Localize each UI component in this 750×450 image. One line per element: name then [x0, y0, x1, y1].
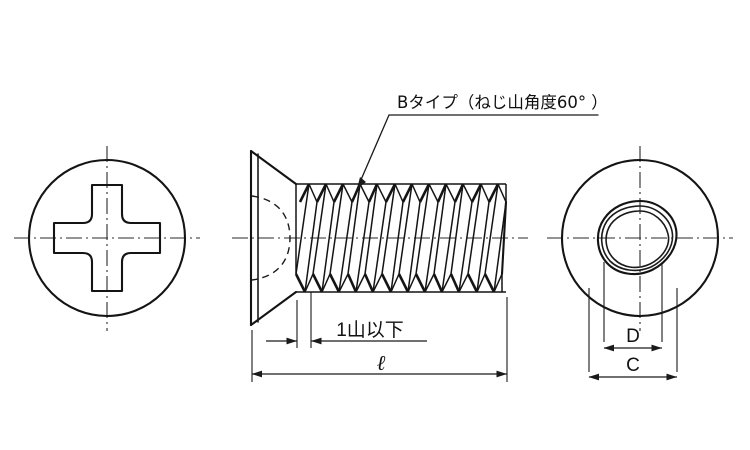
phillips-cross-recess [52, 183, 162, 293]
point-end-view [547, 146, 733, 372]
thread-type-leader-line [356, 114, 599, 190]
thread-profile-top [298, 183, 507, 203]
thread-type-leader-arrow [357, 177, 366, 189]
thread-helix-flanks [295, 183, 507, 293]
trilobe-inner-curve [605, 210, 670, 269]
screw-side-view [232, 149, 528, 327]
thread-type-annotation: Bタイプ（ねじ山角度60° ） [356, 93, 608, 190]
c-dimension: C [588, 355, 677, 381]
c-dimension-label: C [626, 355, 640, 376]
trilobe-outer-curve [596, 199, 678, 276]
thread-type-note-label: Bタイプ（ねじ山角度60° ） [397, 93, 608, 112]
d-dimension-label: D [626, 326, 640, 347]
point-view-head-circle [560, 158, 720, 318]
thread-profile-bottom [294, 273, 503, 293]
incomplete-thread-label: 1山以下 [336, 319, 404, 341]
d-dimension: D [603, 326, 662, 352]
recess-depth-hidden-arc [251, 195, 291, 281]
length-dimension: ℓ [251, 297, 508, 382]
head-end-view [14, 146, 200, 331]
incomplete-thread-dimension: 1山以下 [266, 292, 427, 348]
trilobe-mid-curve [600, 205, 674, 272]
head-outer-circle [27, 158, 187, 318]
screw-end-face [500, 200, 508, 276]
length-symbol-label: ℓ [377, 351, 386, 375]
